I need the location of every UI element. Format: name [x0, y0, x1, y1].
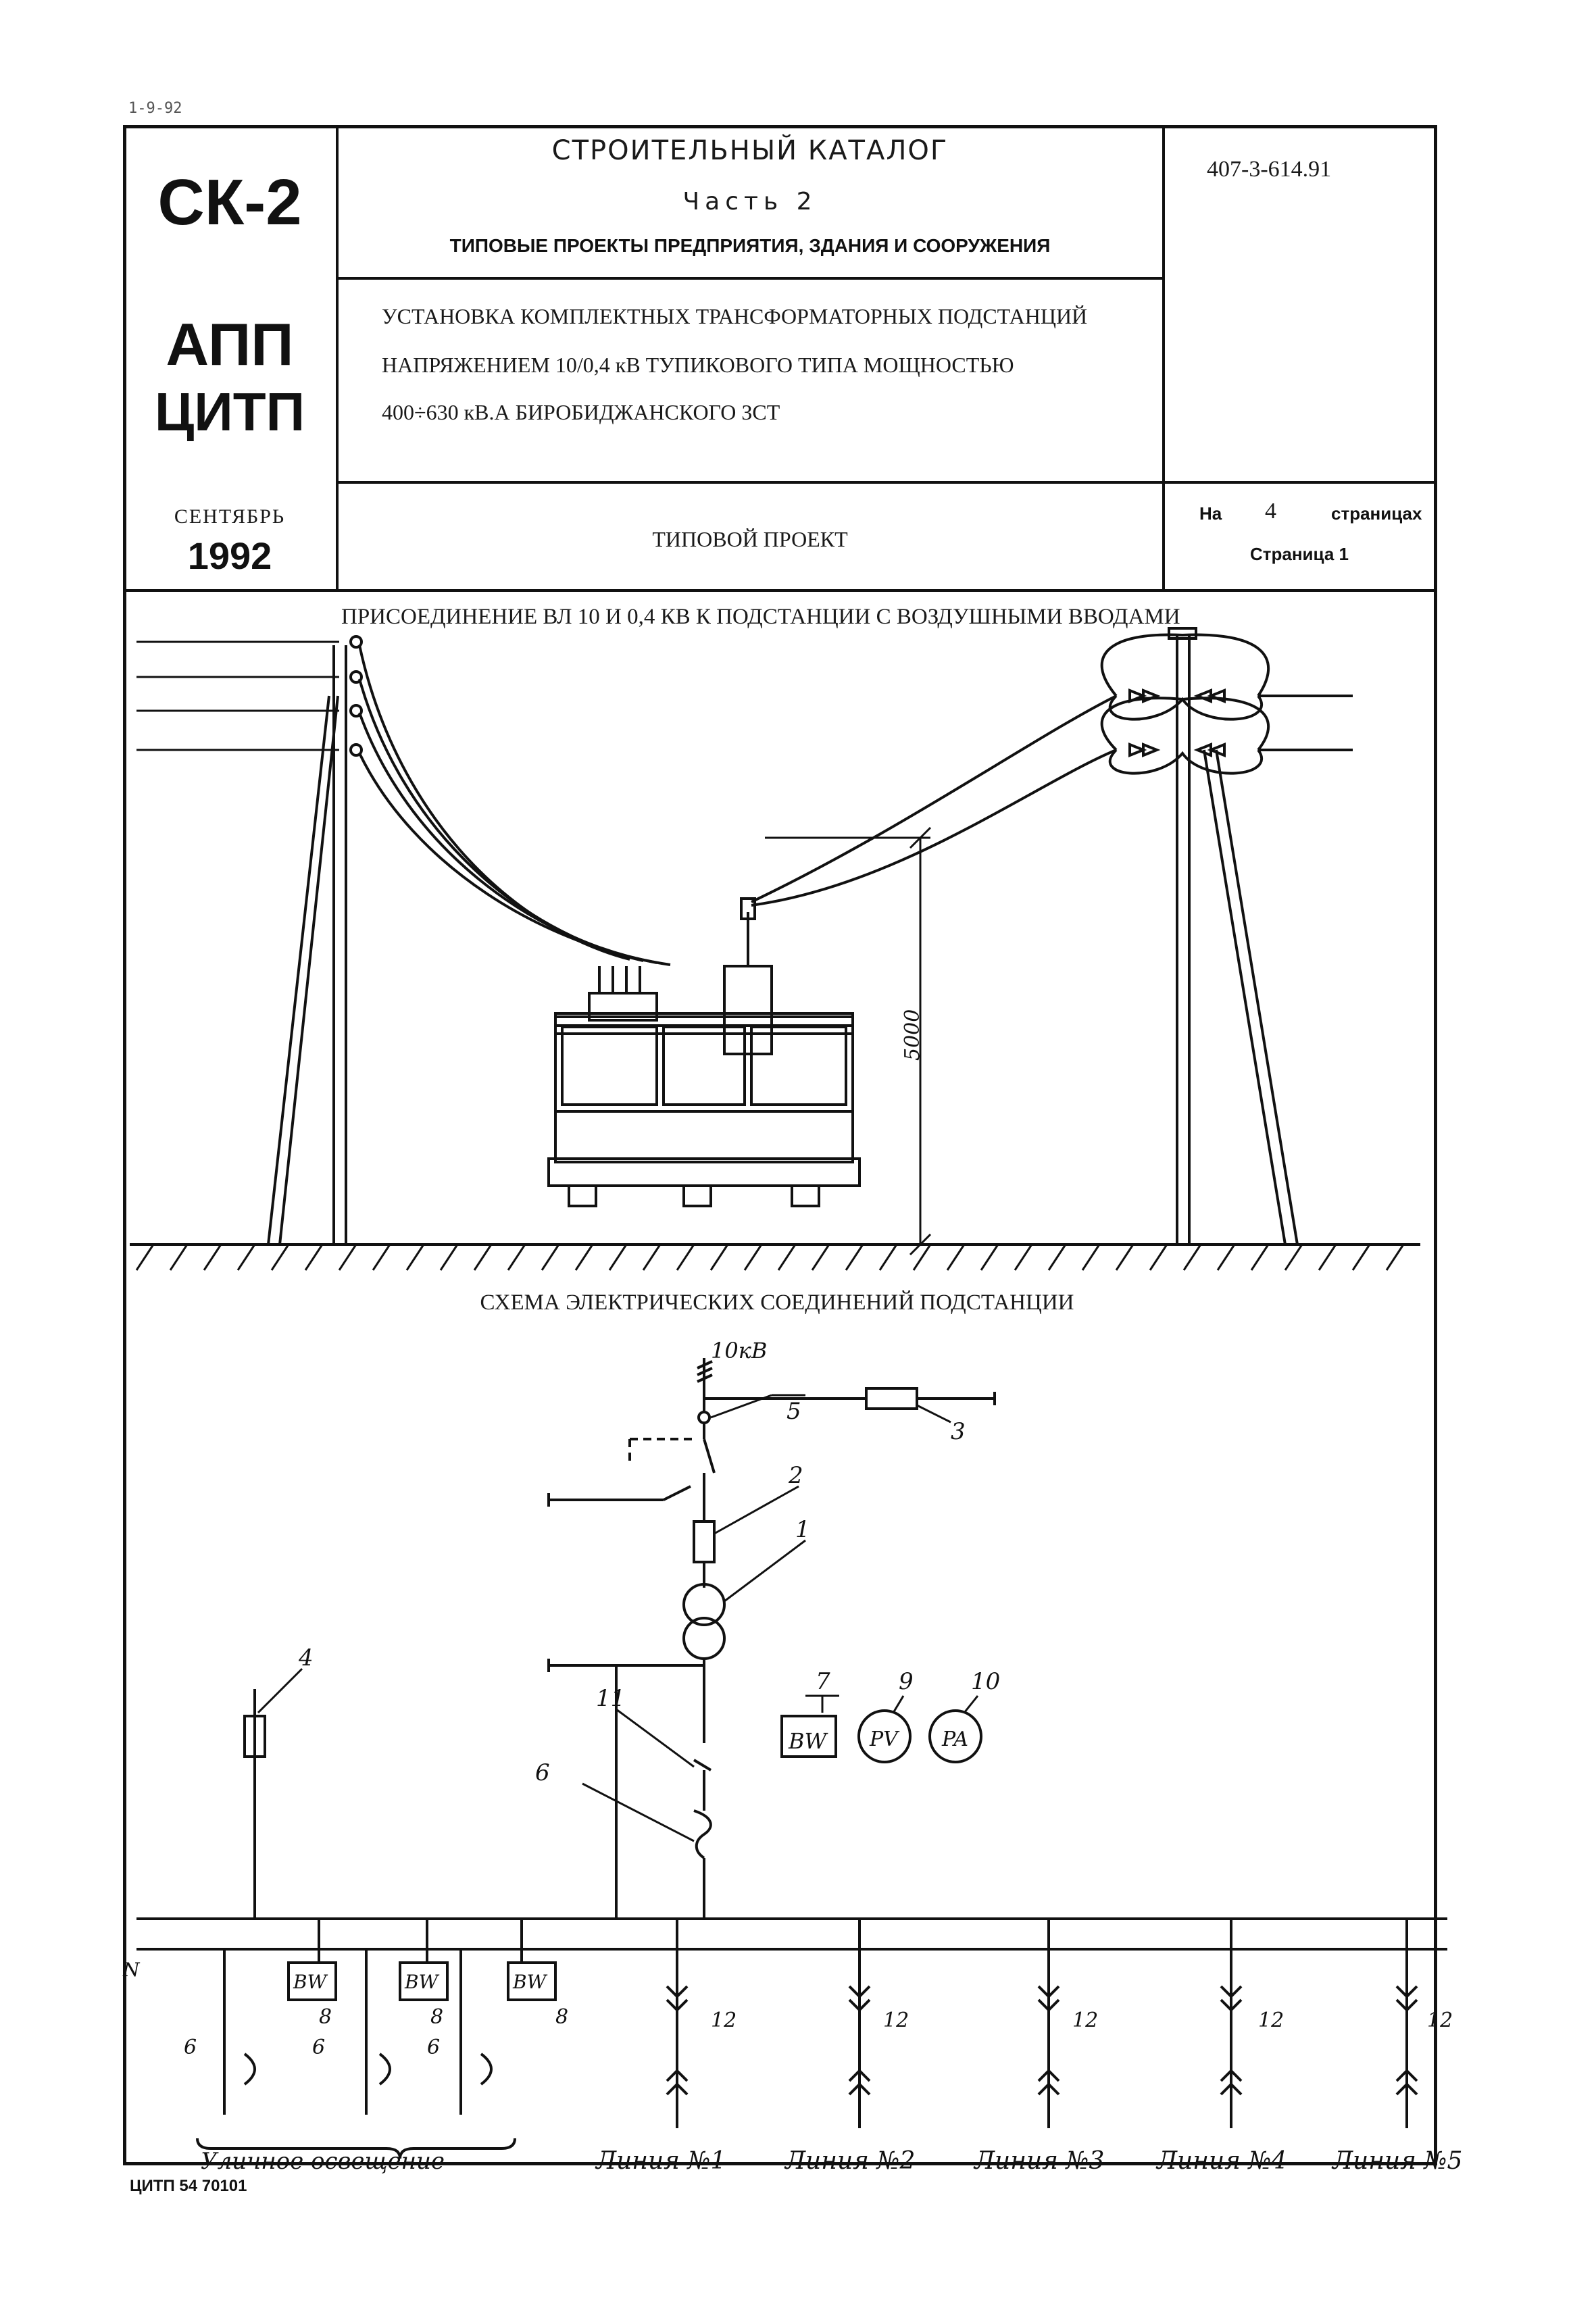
- drawing-frame: [123, 125, 1437, 2165]
- label-8a: 8: [319, 2005, 332, 2029]
- neutral-label: N: [122, 1959, 141, 1981]
- line-feeders: [666, 1919, 1418, 2128]
- doc-type: ТИПОВОЙ ПРОЕКТ: [652, 527, 848, 551]
- label-12-line3: 12: [1072, 2009, 1098, 2032]
- dimension-5000: [765, 826, 932, 1256]
- catalog-title: СТРОИТЕЛЬНЫЙ КАТАЛОГ: [551, 135, 949, 166]
- label-9: 9: [899, 1668, 914, 1695]
- project-number: 407-3-614.91: [1207, 157, 1332, 182]
- pages-prefix: На: [1199, 503, 1222, 524]
- label-10: 10: [971, 1668, 1000, 1695]
- transformer-body: [547, 897, 861, 1207]
- catalog-subtitle: ТИПОВЫЕ ПРОЕКТЫ ПРЕДПРИЯТИЯ, ЗДАНИЯ И СО…: [449, 235, 1051, 256]
- label-3: 3: [951, 1418, 966, 1445]
- page-label: Страница 1: [1250, 544, 1349, 564]
- meter-8b-label: BW: [404, 1971, 440, 1993]
- voltmeter-9: [857, 1709, 912, 1763]
- label-2: 2: [788, 1462, 803, 1489]
- title-divider-right: [1162, 125, 1165, 591]
- top-mark: 1-9-92: [128, 100, 182, 117]
- arrester-3: [865, 1387, 918, 1410]
- description-line3: 400÷630 кВ.А БИРОБИДЖАНСКОГО ЗСТ: [382, 400, 780, 424]
- meter-8a-label: BW: [293, 1971, 328, 1993]
- label-8c: 8: [555, 2005, 568, 2029]
- meter-8-a: [287, 1961, 337, 2001]
- label-12-line4: 12: [1258, 2009, 1284, 2032]
- cable-drops: [358, 645, 671, 966]
- voltage-label: 10кВ: [711, 1338, 767, 1363]
- label-12-line5: 12: [1427, 2009, 1453, 2032]
- label-12-line1: 12: [711, 2009, 737, 2032]
- meter-8-c: [507, 1961, 557, 2001]
- drawing2-title: СХЕМА ЭЛЕКТРИЧЕСКИХ СОЕДИНЕНИЙ ПОДСТАНЦИ…: [480, 1290, 1074, 1315]
- street-lighting-label: Уличное освещение: [201, 2148, 445, 2175]
- label-4: 4: [298, 1644, 314, 1671]
- description-line1: УСТАНОВКА КОМПЛЕКТНЫХ ТРАНСФОРМАТОРНЫХ П…: [382, 304, 1088, 328]
- org-line1: АПП: [166, 311, 294, 378]
- right-pole: [1168, 627, 1299, 1245]
- label-5: 5: [787, 1398, 801, 1425]
- title-row-line-2: [336, 481, 1437, 484]
- current-transformer-6: [693, 1809, 712, 1859]
- meter-8-b: [399, 1961, 449, 2001]
- meter-bw-label: BW: [788, 1728, 829, 1754]
- year: 1992: [187, 534, 272, 577]
- ground-hatching: [135, 1244, 1405, 1271]
- label-8b: 8: [430, 2005, 443, 2029]
- left-pole: [267, 645, 347, 1245]
- title-block-bottom: [123, 589, 1437, 592]
- meter-4: [243, 1715, 266, 1758]
- meter-pa-label: PA: [941, 1728, 968, 1751]
- description-line2: НАПРЯЖЕНИЕМ 10/0,4 кВ ТУПИКОВОГО ТИПА МО…: [382, 353, 1014, 377]
- title-row-line-1: [336, 277, 1162, 280]
- line-5-label: Линия №5: [1331, 2147, 1462, 2175]
- footer-code: ЦИТП 54 70101: [130, 2177, 247, 2195]
- label-6a: 6: [184, 2036, 197, 2059]
- label-7: 7: [816, 1668, 830, 1695]
- arrester-loops: [1100, 633, 1353, 775]
- catalog-code: СК-2: [157, 166, 302, 238]
- dimension-text: 5000: [901, 1009, 924, 1061]
- org-line2: ЦИТП: [154, 382, 305, 442]
- label-6b: 6: [312, 2036, 325, 2059]
- electrical-scheme: 10кВ 5 3 2 1 11 6 4 7 9 10 BW PV PA BW B…: [122, 1338, 1462, 2175]
- line-2-label: Линия №2: [784, 2147, 915, 2175]
- meter-pv-label: PV: [869, 1728, 900, 1751]
- title-divider-left: [336, 125, 339, 591]
- label-11: 11: [596, 1685, 625, 1712]
- line-1-label: Линия №1: [595, 2147, 726, 2175]
- pages-count: 4: [1265, 499, 1276, 524]
- label-6c: 6: [427, 2036, 440, 2059]
- meter-8c-label: BW: [512, 1971, 548, 1993]
- transformer-winding-hv: [682, 1583, 726, 1626]
- pages-suffix: страницах: [1331, 503, 1422, 524]
- overhead-connection-drawing: 5000: [130, 627, 1420, 1271]
- month: СЕНТЯБРЬ: [174, 505, 286, 528]
- label-6: 6: [535, 1759, 550, 1786]
- left-overhead-wires: [136, 640, 339, 751]
- meter-7: [780, 1715, 837, 1758]
- label-12-line2: 12: [883, 2009, 909, 2032]
- catalog-part: Часть 2: [682, 188, 818, 216]
- hv-cables: [751, 695, 1117, 907]
- line-3-label: Линия №3: [973, 2147, 1104, 2175]
- label-1: 1: [795, 1516, 810, 1543]
- drawing1-title: ПРИСОЕДИНЕНИЕ ВЛ 10 И 0,4 КВ К ПОДСТАНЦИ…: [341, 605, 1180, 629]
- left-insulators: [349, 635, 363, 757]
- line-4-label: Линия №4: [1155, 2147, 1287, 2175]
- fuse-2: [693, 1520, 716, 1563]
- ammeter-10: [928, 1709, 982, 1763]
- disconnector-5: [697, 1411, 711, 1424]
